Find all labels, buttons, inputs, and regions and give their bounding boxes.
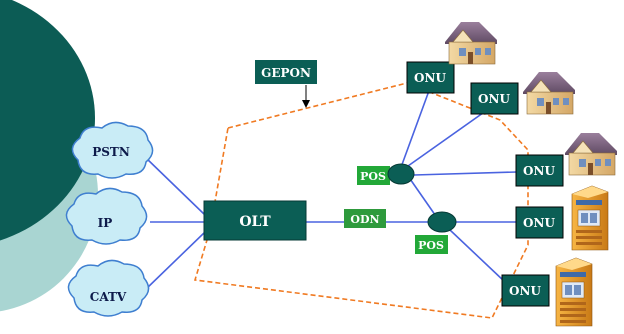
onu-2-node: ONU — [470, 82, 519, 115]
link-splitter-onu-5 — [449, 229, 506, 283]
pos-label-lower: POS — [418, 239, 444, 252]
cloud-shape — [71, 121, 154, 179]
odn-node: ODN — [344, 209, 386, 228]
link-splitter-onu-1 — [399, 87, 431, 171]
building-icon — [571, 185, 609, 251]
pos-label-upper: POS — [360, 170, 386, 183]
house-icon — [565, 133, 617, 176]
onu-box — [406, 61, 455, 94]
splitter-lower: POS — [415, 211, 457, 254]
cloud-label-ip: IP — [98, 216, 113, 230]
link-splitter-onu-3 — [413, 171, 518, 176]
link-splitter-onu-2 — [407, 107, 491, 167]
splitter-upper: POS — [357, 163, 415, 185]
onu-box — [515, 154, 564, 187]
onu-box — [515, 206, 564, 239]
gepon-label: GEPON — [261, 66, 311, 80]
onu-3-node: ONU — [515, 154, 564, 187]
splitter-lower-node — [427, 211, 457, 233]
pos-label-box — [415, 235, 448, 254]
gepon-label-group: GEPON — [255, 60, 317, 108]
cloud-label-pstn: PSTN — [92, 145, 130, 159]
cloud-pstn: PSTN — [71, 121, 154, 179]
onu-label-1: ONU — [414, 71, 446, 85]
link-catv-olt — [144, 231, 206, 291]
background-decoration — [0, 0, 98, 312]
onu-box — [470, 82, 519, 115]
pos-label-box — [357, 166, 390, 185]
gepon-arrow-head — [302, 100, 310, 108]
cloud-shape — [67, 259, 150, 317]
onu-4-node: ONU — [515, 206, 564, 239]
cloud-shape — [65, 187, 148, 245]
link-pstn-olt — [144, 156, 206, 216]
onu-label-5: ONU — [509, 284, 541, 298]
building-icon — [555, 257, 593, 327]
house-icon — [445, 22, 497, 65]
onu-1-node: ONU — [406, 61, 455, 94]
splitter-upper-node — [387, 163, 415, 185]
onu-box — [501, 274, 550, 307]
odn-label: ODN — [350, 213, 379, 226]
onu-label-4: ONU — [523, 216, 555, 230]
gepon-label-box — [255, 60, 317, 84]
cloud-label-catv: CATV — [90, 290, 127, 304]
onu-label-2: ONU — [478, 92, 510, 106]
onu-5-node: ONU — [501, 274, 550, 307]
onu-label-3: ONU — [523, 164, 555, 178]
bg-dark-circle — [0, 0, 95, 241]
olt-node: OLT — [203, 200, 307, 241]
cloud-catv: CATV — [67, 259, 150, 317]
olt-label: OLT — [239, 214, 271, 230]
house-icon — [523, 72, 575, 115]
odn-box — [344, 209, 386, 228]
cloud-ip: IP — [65, 187, 148, 245]
links — [144, 87, 518, 291]
gepon-boundary — [193, 82, 529, 319]
olt-box — [203, 200, 307, 241]
